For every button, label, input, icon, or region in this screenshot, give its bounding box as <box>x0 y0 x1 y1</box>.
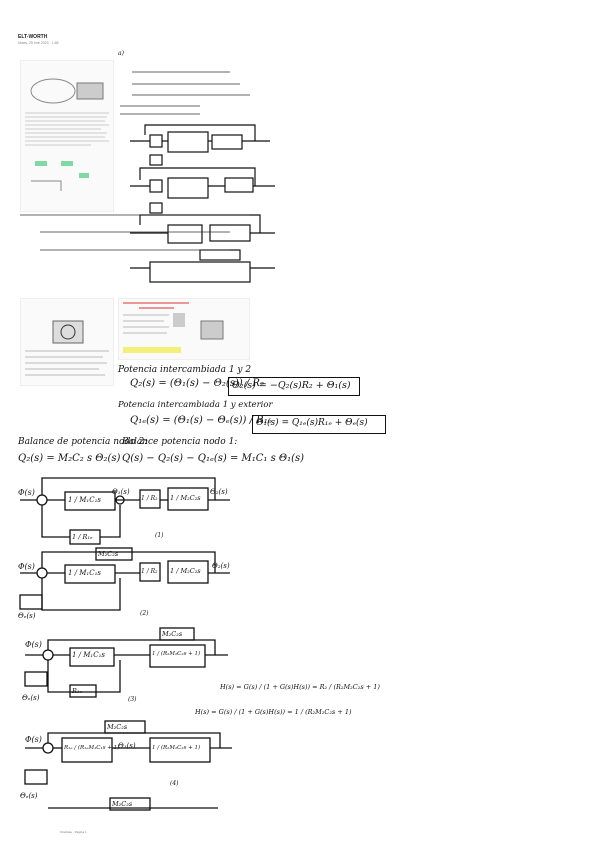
d1-block-m2c2s: 1 / M₂C₂s <box>170 494 201 502</box>
d2-thetae: Θₑ(s) <box>18 612 36 620</box>
eq-bal2: Q₂(s) = M₂C₂ s Θ₂(s) <box>18 453 121 464</box>
d4-block-re: R₁ₑ / (R₁ₑM₁C₁s + 1) <box>64 745 120 751</box>
d4-thetae: Θₑ(s) <box>20 792 38 800</box>
embedded-figure-right <box>118 298 250 360</box>
d2-block-mc1s: 1 / M₁C₁s <box>68 569 101 577</box>
d1-phi: Φ(s) <box>18 488 35 497</box>
d2-theta2: Θ₂(s) <box>212 562 230 570</box>
d4-step: (4) <box>170 780 179 787</box>
d1-block-r2: 1 / R₂ <box>141 495 158 502</box>
page-footer: OneNote · Página 1 <box>60 830 87 834</box>
d1-theta1: Θ₁(s) <box>112 488 130 496</box>
d1-block-mc1s: 1 / M₁C₁s <box>68 496 101 504</box>
embedded-figure-top-drawing <box>25 78 109 191</box>
eq-q1e: Q₁ₑ(s) = (Θ₁(s) − Θₑ(s)) / R₁ₑ <box>130 415 272 426</box>
d3-block-re: R₁ₑ <box>72 687 83 695</box>
embedded-figure-top <box>20 60 114 212</box>
d3-block-m2c2s: M₂C₂s <box>162 630 183 638</box>
eq-q2: Q₂(s) = (Θ₁(s) − Θ₂(s)) / R₂ <box>130 378 264 389</box>
d1-step: (1) <box>155 532 164 539</box>
d4-block-m2c2s-bottom: M₂C₂s <box>112 800 133 808</box>
d4-phi: Φ(s) <box>25 735 42 744</box>
page-title: ELT-WORTH <box>18 34 48 40</box>
d3-block-final: 1 / (R₂M₂C₂s + 1) <box>152 651 201 657</box>
embedded-figure-middle <box>20 298 114 386</box>
pot-1e-text: Potencia intercambiada 1 y exterior <box>118 400 273 410</box>
d3-step: (3) <box>128 696 137 703</box>
eq-q2-boxed: Θ₂(s) = −Q₂(s)R₂ + Θ₁(s) <box>232 380 351 391</box>
d2-phi: Φ(s) <box>18 562 35 571</box>
d1-block-m2c2s-fb: M₂C₂s <box>98 550 119 558</box>
d4-block-m2c2s: M₂C₂s <box>107 723 128 731</box>
eq-q1e-box <box>252 415 386 434</box>
d4-block-final: 1 / (R₂M₂C₂s + 1) <box>152 745 201 751</box>
d2-block-m2c2s: 1 / M₂C₂s <box>170 567 201 575</box>
eq-hs: H(s) = G(s) / (1 + G(s)H(s)) = R₂ / (R₂M… <box>220 683 380 691</box>
d2-step: (2) <box>140 610 149 617</box>
d2-block-r2: 1 / R₂ <box>141 568 158 575</box>
eq-q1e-boxed: Θ₁(s) = Q₁ₑ(s)R₁ₑ + Θₑ(s) <box>256 418 368 428</box>
d3-phi: Φ(s) <box>25 640 42 649</box>
d3-thetae: Θₑ(s) <box>22 694 40 702</box>
embedded-figure-right-drawing <box>123 302 224 353</box>
eq-hs2: H(s) = G(s) / (1 + G(s)H(s)) = 1 / (R₂M₂… <box>195 708 352 716</box>
eq-bal1: Q(s) − Q₂(s) − Q₁ₑ(s) = M₁C₁ s Θ₁(s) <box>122 453 305 464</box>
d1-block-r1e: 1 / R₁ₑ <box>72 533 93 541</box>
part-a-label: a) <box>118 50 124 57</box>
d4-theta1: Θ₁(s) <box>118 742 136 750</box>
d1-theta2: Θ₂(s) <box>210 488 228 496</box>
balance-1-text: Balance potencia nodo 1: <box>122 437 238 447</box>
eq-q2-box <box>228 377 360 396</box>
balance-2-text: Balance de potencia nodo 2: <box>18 437 148 447</box>
pot-12-text: Potencia intercambiada 1 y 2 <box>118 365 252 375</box>
page-subtitle: Notes, 25 ene 2023 · 1:48 <box>18 41 59 45</box>
embedded-figure-middle-drawing <box>25 320 109 376</box>
d3-block-mc1s: 1 / M₁C₁s <box>72 651 105 659</box>
